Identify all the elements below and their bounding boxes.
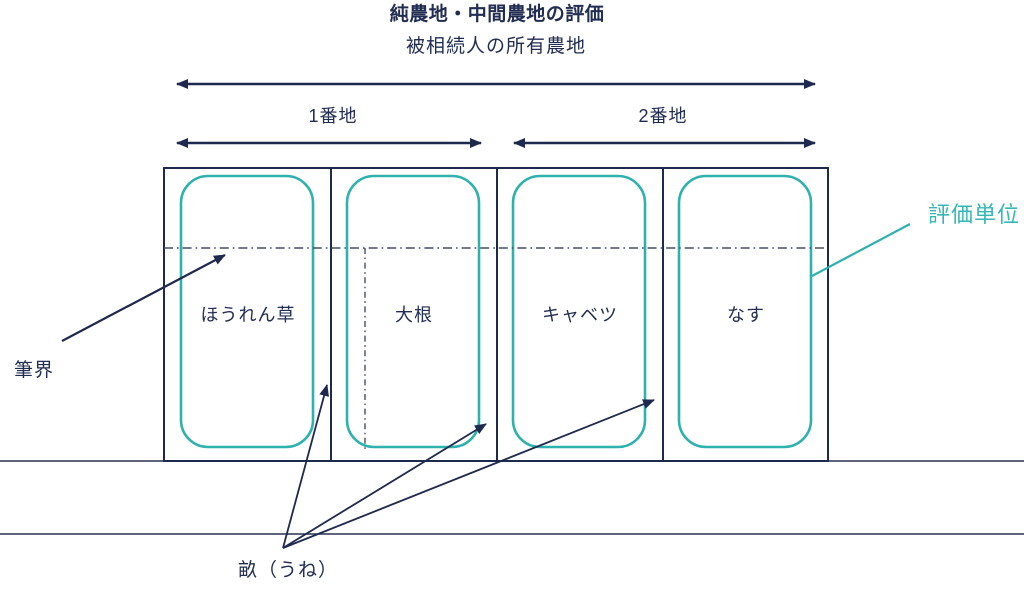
field-label-spinach: ほうれん草 (200, 305, 296, 325)
field-label-eggplant: なす (727, 305, 765, 325)
crop-bed-spinach (179, 174, 315, 449)
ridge-pointer-arrow-1 (282, 384, 329, 549)
ridge-pointer-arrow-2 (282, 423, 487, 549)
parcel-1-label: 1番地 (308, 106, 358, 126)
parcel-2-label: 2番地 (638, 106, 688, 126)
boundary-pointer-arrow (61, 254, 226, 342)
crop-bed-daikon (345, 174, 481, 449)
crop-bed-eggplant (677, 174, 813, 449)
parcel-boundary-label: 筆界 (14, 360, 55, 381)
field-label-cabbage: キャベツ (542, 305, 618, 325)
diagram-title: 純農地・中間農地の評価 (389, 4, 605, 25)
crop-bed-cabbage (511, 174, 647, 449)
evaluation-unit-leader-line (811, 223, 911, 277)
ridge-label: 畝（うね） (238, 560, 339, 581)
ridge-pointer-arrow-3 (282, 399, 655, 549)
diagram-subtitle: 被相続人の所有農地 (405, 36, 587, 57)
evaluation-unit-label: 評価単位 (928, 202, 1021, 227)
field-label-daikon: 大根 (395, 305, 433, 325)
